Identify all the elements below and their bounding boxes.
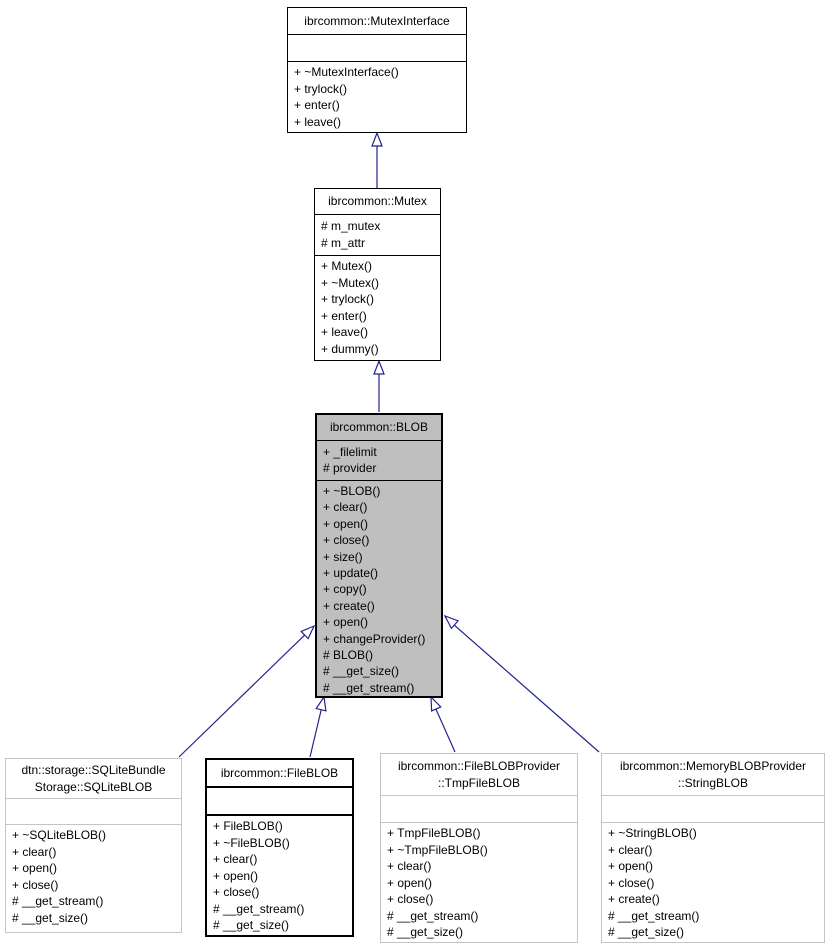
class-box-stringblob[interactable]: ibrcommon::MemoryBLOBProvider ::StringBL… <box>601 753 825 943</box>
methods-section: + TmpFileBLOB() + ~TmpFileBLOB() + clear… <box>381 823 577 942</box>
method-row: + open() <box>387 875 433 890</box>
method-row: + ~Mutex() <box>321 275 380 290</box>
attributes-section <box>381 796 577 823</box>
method-row: + close() <box>387 892 434 906</box>
method-row: + close() <box>12 877 59 892</box>
class-title: ibrcommon::MutexInterface <box>288 8 466 35</box>
method-row: + FileBLOB() <box>213 819 283 833</box>
class-title-line: ibrcommon::MemoryBLOBProvider <box>619 758 807 773</box>
attributes-section: # m_mutex # m_attr <box>315 215 440 256</box>
class-title-line: ::TmpFileBLOB <box>437 775 521 790</box>
edge-mutex-to-mutexinterface <box>371 131 383 190</box>
class-title-line: ibrcommon::FileBLOB <box>220 765 339 780</box>
attributes-section <box>6 799 181 825</box>
method-row: + open() <box>323 516 369 531</box>
method-row: + ~BLOB() <box>323 484 381 498</box>
method-row: + open() <box>213 868 259 883</box>
method-row: + leave() <box>321 325 369 339</box>
class-title-line: ::StringBLOB <box>677 775 749 790</box>
method-row: # __get_size() <box>12 910 89 925</box>
attribute-row: # m_mutex <box>321 219 381 233</box>
method-row: # __get_stream() <box>12 894 104 908</box>
attributes-section <box>288 35 466 62</box>
attributes-section <box>602 796 824 823</box>
method-row: + ~StringBLOB() <box>608 826 697 840</box>
class-title: ibrcommon::FileBLOBProvider ::TmpFileBLO… <box>381 754 577 796</box>
method-row: + open() <box>323 615 369 630</box>
class-box-mutex[interactable]: ibrcommon::Mutex # m_mutex # m_attr + Mu… <box>314 188 441 361</box>
method-row: + leave() <box>294 114 342 129</box>
method-row: # BLOB() <box>323 648 374 663</box>
method-row: + ~SQLiteBLOB() <box>12 828 107 842</box>
edge-fileblob-to-blob <box>309 695 327 758</box>
method-row: + trylock() <box>294 81 348 96</box>
edge-tmpfileblob-to-blob <box>430 695 456 753</box>
method-row: + clear() <box>323 500 368 515</box>
attribute-row: # m_attr <box>321 235 366 250</box>
method-row: + dummy() <box>321 341 379 356</box>
method-row: + enter() <box>321 308 367 323</box>
class-box-blob[interactable]: ibrcommon::BLOB + _filelimit # provider … <box>315 413 443 698</box>
method-row: + clear() <box>387 859 432 873</box>
methods-section: + ~BLOB() + clear() + open() + close() +… <box>317 481 441 696</box>
attributes-section: + _filelimit # provider <box>317 441 441 481</box>
class-box-sqliteblob[interactable]: dtn::storage::SQLiteBundle Storage::SQLi… <box>5 758 182 933</box>
method-row: + open() <box>12 861 58 875</box>
method-row: # __get_size() <box>213 918 290 932</box>
methods-section: + Mutex() + ~Mutex() + trylock() + enter… <box>315 256 440 360</box>
method-row: + enter() <box>294 98 340 112</box>
class-title: ibrcommon::Mutex <box>315 189 440 215</box>
method-row: + Mutex() <box>321 259 373 273</box>
method-row: + ~TmpFileBLOB() <box>387 842 488 857</box>
edge-sqliteblob-to-blob <box>178 624 316 758</box>
method-row: # __get_stream() <box>608 908 700 923</box>
class-title: ibrcommon::FileBLOB <box>207 760 352 788</box>
methods-section: + ~StringBLOB() + clear() + open() + clo… <box>602 823 824 942</box>
method-row: + open() <box>608 859 654 873</box>
class-box-fileblob[interactable]: ibrcommon::FileBLOB + FileBLOB() + ~File… <box>205 758 354 937</box>
method-row: + clear() <box>12 844 57 859</box>
method-row: + close() <box>608 875 655 890</box>
class-title-line: Storage::SQLiteBLOB <box>34 779 153 794</box>
class-title-line: ibrcommon::BLOB <box>329 420 429 434</box>
methods-section: + ~MutexInterface() + trylock() + enter(… <box>288 62 466 132</box>
method-row: + ~FileBLOB() <box>213 835 290 850</box>
attribute-row: + _filelimit <box>323 445 377 459</box>
attributes-section <box>207 788 352 816</box>
method-row: + create() <box>323 598 375 613</box>
method-row: + create() <box>608 892 660 906</box>
method-row: + update() <box>323 566 379 581</box>
method-row: + trylock() <box>321 292 375 306</box>
class-title-line: ibrcommon::FileBLOBProvider <box>397 758 561 773</box>
method-row: + ~MutexInterface() <box>294 65 399 79</box>
method-row: + clear() <box>608 842 653 857</box>
method-row: + size() <box>323 549 363 564</box>
attribute-row: # provider <box>323 461 377 476</box>
methods-section: + ~SQLiteBLOB() + clear() + open() + clo… <box>6 825 181 932</box>
edge-stringblob-to-blob <box>443 614 600 753</box>
edge-blob-to-mutex <box>373 359 385 412</box>
class-title-line: ibrcommon::Mutex <box>328 194 427 208</box>
methods-section: + FileBLOB() + ~FileBLOB() + clear() + o… <box>207 816 352 935</box>
method-row: # __get_stream() <box>213 901 305 916</box>
method-row: + close() <box>323 533 370 548</box>
method-row: # __get_size() <box>323 664 400 679</box>
method-row: + TmpFileBLOB() <box>387 826 481 840</box>
class-title: ibrcommon::MemoryBLOBProvider ::StringBL… <box>602 754 824 796</box>
class-title-line: ibrcommon::MutexInterface <box>304 13 450 28</box>
method-row: # __get_size() <box>608 925 685 939</box>
class-title: dtn::storage::SQLiteBundle Storage::SQLi… <box>6 759 181 799</box>
class-box-mutexinterface[interactable]: ibrcommon::MutexInterface + ~MutexInterf… <box>287 7 467 133</box>
class-title-line: dtn::storage::SQLiteBundle <box>21 762 166 777</box>
method-row: # __get_stream() <box>387 908 479 923</box>
method-row: + clear() <box>213 852 258 866</box>
class-title: ibrcommon::BLOB <box>317 415 441 441</box>
method-row: # __get_size() <box>387 925 464 939</box>
method-row: + close() <box>213 885 260 899</box>
method-row: # __get_stream() <box>323 680 415 695</box>
method-row: + copy() <box>323 582 367 597</box>
class-box-tmpfileblob[interactable]: ibrcommon::FileBLOBProvider ::TmpFileBLO… <box>380 753 578 943</box>
method-row: + changeProvider() <box>323 631 426 646</box>
